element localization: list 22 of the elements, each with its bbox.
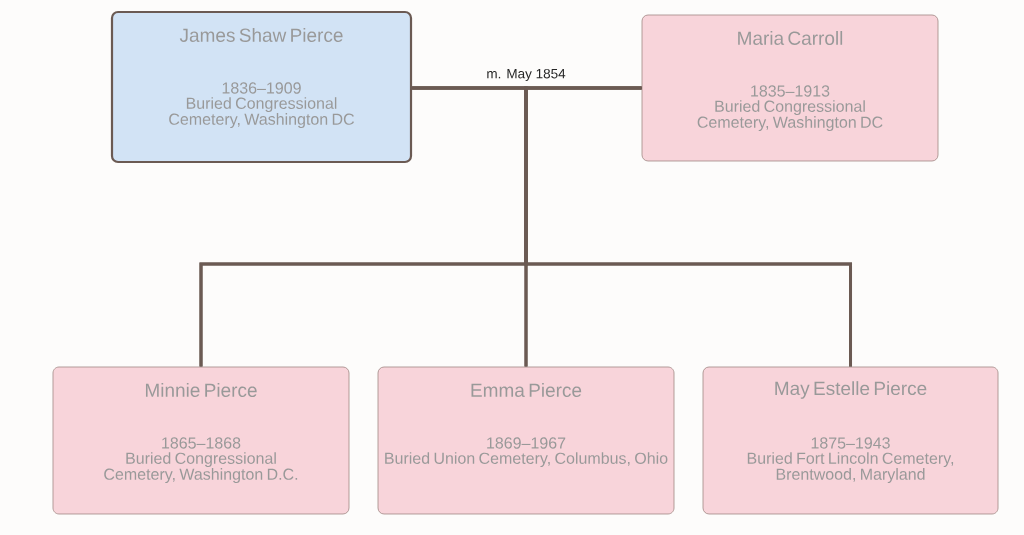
burial-place: Buried Congressional Cemetery, Washington DC [697, 100, 883, 132]
life-dates: 1875–1943 [811, 437, 890, 449]
burial-place: Buried Fort Lincoln Cemetery, Brentwood, Maryland [747, 452, 954, 484]
edge-label: m. May 1854 [487, 68, 566, 82]
person-name: Minnie Pierce [146, 383, 257, 397]
person-card [52, 366, 350, 515]
life-dates: 1869–1967 [487, 437, 566, 449]
person-name: Emma Pierce [471, 383, 582, 397]
person-name: Maria Carroll [738, 31, 843, 45]
person-name: James Shaw Pierce [179, 28, 343, 42]
person-card [377, 366, 675, 515]
burial-place: Buried Congressional Cemetery, Washington DC [169, 97, 354, 129]
descent-line [524, 86, 852, 367]
burial-place: Buried Congressional Cemetery, Washington D.C. [104, 452, 298, 484]
person-card [702, 366, 999, 515]
burial-place: Buried Union Cemetery, Columbus, Ohio [385, 452, 668, 468]
life-dates: 1836–1909 [222, 82, 301, 94]
person-name: May Estelle Pierce [775, 381, 927, 399]
person-card [641, 14, 939, 162]
life-dates: 1865–1868 [162, 437, 241, 449]
person-card [110, 10, 413, 164]
life-dates: 1835–1913 [751, 85, 830, 97]
